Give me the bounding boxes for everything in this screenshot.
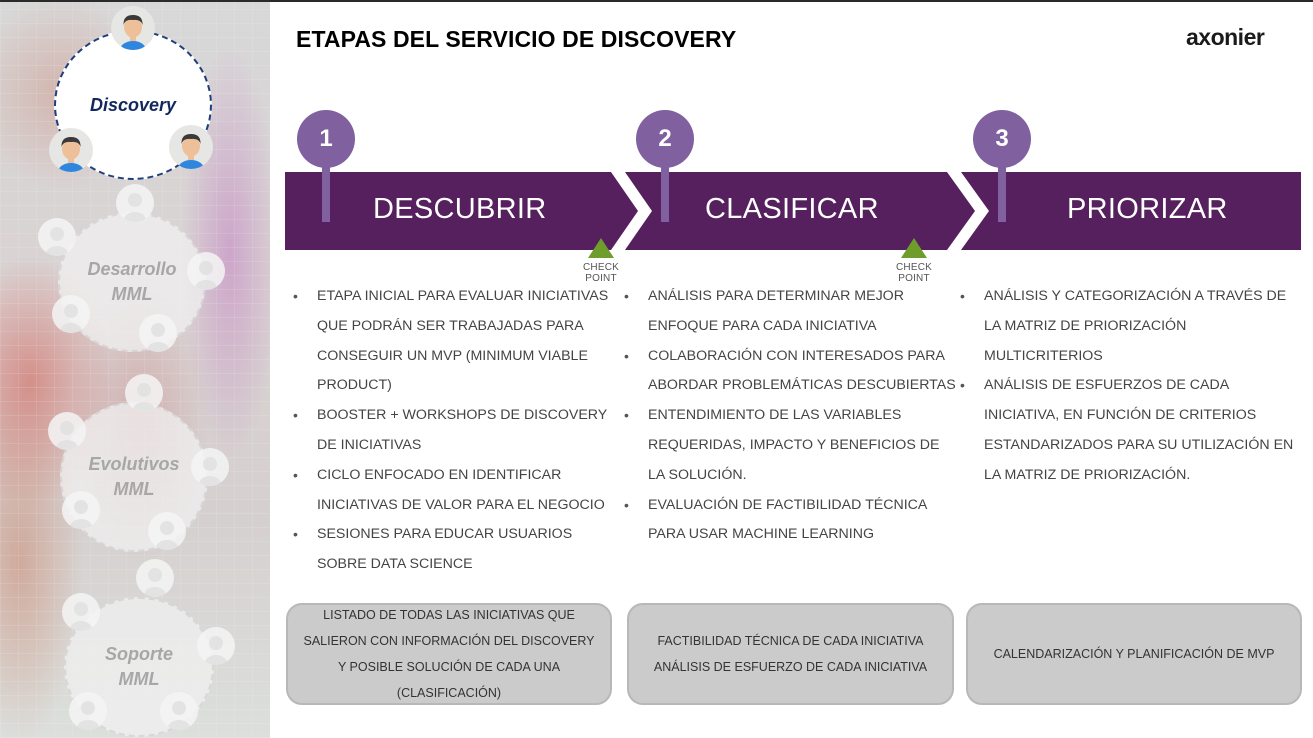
checkpoint-1: CHECK POINT	[566, 238, 636, 284]
cluster-soporte-line1: Soporte	[104, 644, 173, 664]
bullet-item: ANÁLISIS PARA DETERMINAR MEJOR ENFOQUE P…	[624, 282, 959, 342]
step-1-chevron	[285, 172, 638, 250]
bullet-item: EVALUACIÓN DE FACTIBILIDAD TÉCNICA PARA …	[624, 491, 959, 551]
person-icon	[49, 128, 93, 172]
cluster-desarrollo-line1: Desarrollo	[87, 259, 177, 279]
step-2-number: 2	[636, 110, 694, 168]
step-2-output-line2: ANÁLISIS DE ESFUERZO DE CADA INICIATIVA	[653, 660, 928, 674]
step-2-output-line1: FACTIBILIDAD TÉCNICA DE CADA INICIATIVA	[657, 634, 924, 648]
checkpoint-triangle-icon	[588, 238, 614, 258]
top-border	[0, 0, 1313, 2]
person-icon	[48, 412, 86, 450]
process-band	[285, 172, 1301, 250]
step-3-output-box: CALENDARIZACIÓN Y PLANIFICACIÓN DE MVP	[966, 603, 1302, 705]
bullet-item: SESIONES PARA EDUCAR USUARIOS SOBRE DATA…	[293, 520, 618, 580]
person-icon	[111, 6, 155, 50]
cluster-evolutivos-line2: MML	[113, 479, 155, 499]
person-icon	[148, 512, 186, 550]
page-title: ETAPAS DEL SERVICIO DE DISCOVERY	[296, 26, 737, 52]
checkpoint-1-label: CHECK POINT	[582, 262, 619, 284]
cluster-desarrollo-line2: MML	[111, 284, 153, 304]
step-2-label: CLASIFICAR	[705, 193, 879, 225]
cluster-soporte-line2: MML	[118, 669, 160, 689]
person-icon	[187, 252, 225, 290]
step-1-output-box: LISTADO DE TODAS LAS INICIATIVAS QUE SAL…	[286, 603, 612, 705]
checkpoint-2: CHECK POINT	[879, 238, 949, 284]
step-3-number: 3	[973, 110, 1031, 168]
step-3-label: PRIORIZAR	[1067, 193, 1228, 225]
person-icon	[197, 627, 235, 665]
step-2-chevron	[625, 172, 975, 250]
person-icon	[52, 295, 90, 333]
person-icon	[139, 314, 177, 352]
bullet-item: BOOSTER + WORKSHOPS DE DISCOVERY DE INIC…	[293, 401, 618, 461]
person-icon	[62, 491, 100, 529]
step-1-number-pin: 1	[297, 110, 355, 222]
person-icon	[160, 692, 198, 730]
person-icon	[169, 125, 213, 169]
person-icon	[191, 448, 229, 486]
bullet-item: ETAPA INICIAL PARA EVALUAR INICIATIVAS Q…	[293, 282, 618, 401]
person-icon	[125, 374, 163, 412]
bullet-item: ANÁLISIS Y CATEGORIZACIÓN A TRAVÉS DE LA…	[960, 282, 1305, 371]
pin-stick	[322, 162, 330, 222]
step-2-output-box: FACTIBILIDAD TÉCNICA DE CADA INICIATIVA A…	[627, 603, 954, 705]
person-icon	[62, 593, 100, 631]
bullet-item: ANÁLISIS DE ESFUERZOS DE CADA INICIATIVA…	[960, 371, 1305, 490]
step-2-bullets: ANÁLISIS PARA DETERMINAR MEJOR ENFOQUE P…	[624, 282, 959, 550]
cluster-discovery[interactable]: Discovery	[0, 2, 270, 192]
step-1-output-text: LISTADO DE TODAS LAS INICIATIVAS QUE SAL…	[303, 608, 595, 700]
bullet-item: ENTENDIMIENTO DE LAS VARIABLES REQUERIDA…	[624, 401, 959, 490]
step-1-label: DESCUBRIR	[373, 193, 547, 225]
cluster-discovery-label: Discovery	[89, 94, 177, 115]
step-3-number-pin: 3	[973, 110, 1031, 222]
bullet-item: CICLO ENFOCADO EN IDENTIFICAR INICIATIVA…	[293, 461, 618, 521]
person-icon	[136, 559, 174, 597]
step-3-bullets: ANÁLISIS Y CATEGORIZACIÓN A TRAVÉS DE LA…	[960, 282, 1305, 491]
pin-stick	[661, 162, 669, 222]
bullet-item: COLABORACIÓN CON INTERESADOS PARA ABORDA…	[624, 342, 959, 402]
checkpoint-triangle-icon	[901, 238, 927, 258]
person-icon	[69, 692, 107, 730]
cluster-evolutivos-line1: Evolutivos	[88, 454, 180, 474]
step-1-bullets: ETAPA INICIAL PARA EVALUAR INICIATIVAS Q…	[293, 282, 618, 580]
step-3-output-text: CALENDARIZACIÓN Y PLANIFICACIÓN DE MVP	[993, 647, 1275, 661]
step-1-number: 1	[297, 110, 355, 168]
checkpoint-2-label: CHECK POINT	[895, 262, 932, 284]
step-2-number-pin: 2	[636, 110, 694, 222]
pin-stick	[998, 162, 1006, 222]
axonier-logo: axonier	[1186, 24, 1265, 50]
person-icon	[116, 184, 154, 222]
person-icon	[38, 218, 76, 256]
step-3-chevron	[961, 172, 1301, 250]
